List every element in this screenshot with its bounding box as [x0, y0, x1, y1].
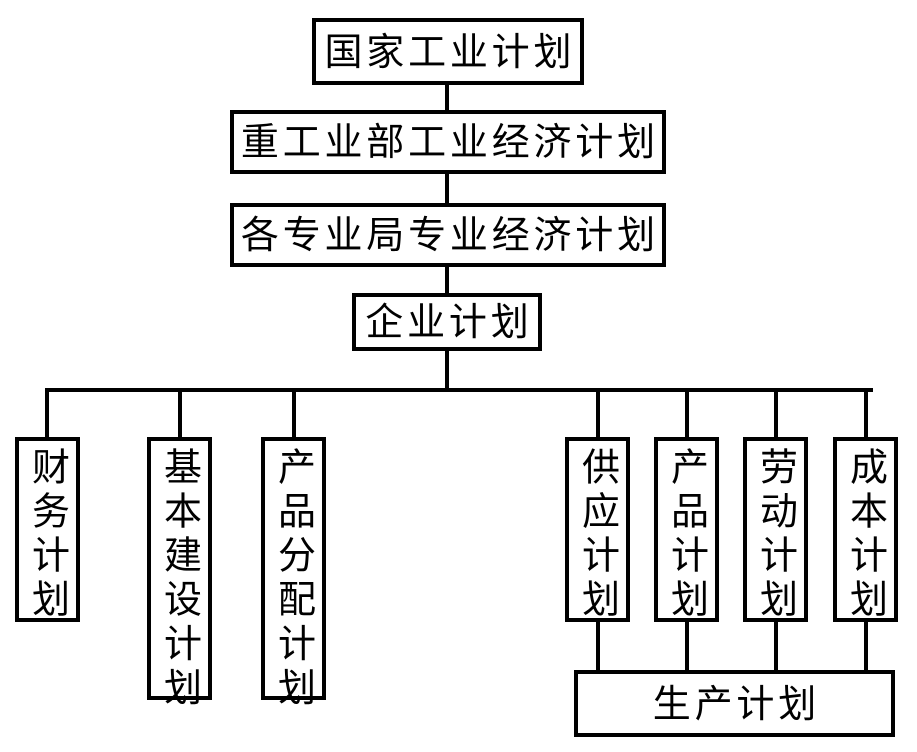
drop-to-branch-7: [864, 388, 868, 439]
node-label: 产品分配计划: [271, 447, 316, 712]
node-label: 国家工业计划: [324, 29, 576, 74]
node-label: 生产计划: [652, 681, 820, 726]
node-product-plan[interactable]: 产品计划: [654, 437, 719, 624]
drop-to-branch-5: [685, 388, 689, 439]
node-labor-plan[interactable]: 劳动计划: [743, 437, 808, 624]
node-enterprise-plan[interactable]: 企业计划: [352, 293, 542, 351]
drop-branch-7-to-bottom: [864, 620, 868, 676]
node-label: 重工业部工业经济计划: [240, 120, 659, 164]
drop-to-branch-3: [292, 388, 296, 439]
drop-to-branch-2: [178, 388, 182, 439]
connector-level2-level3: [445, 172, 449, 205]
node-label: 企业计划: [365, 300, 533, 344]
node-financial-plan[interactable]: 财务计划: [15, 437, 80, 624]
drop-to-branch-4: [596, 388, 600, 439]
drop-branch-5-to-bottom: [685, 620, 689, 676]
drop-to-branch-6: [774, 388, 778, 439]
node-product-distribution-plan[interactable]: 产品分配计划: [261, 437, 326, 711]
node-label: 基本建设计划: [157, 447, 202, 712]
distribution-bus: [45, 388, 873, 392]
node-label: 供应计划: [575, 447, 620, 624]
node-label: 财务计划: [25, 447, 70, 624]
node-label: 成本计划: [843, 447, 888, 624]
node-capital-construction-plan[interactable]: 基本建设计划: [147, 437, 212, 711]
node-label: 产品计划: [664, 447, 709, 624]
node-cost-plan[interactable]: 成本计划: [833, 437, 898, 624]
connector-level3-level4: [445, 265, 449, 295]
connector-level4-bus: [445, 349, 449, 392]
drop-to-branch-1: [45, 388, 49, 439]
drop-branch-4-to-bottom: [596, 620, 600, 676]
node-label: 劳动计划: [753, 447, 798, 624]
node-label: 各专业局专业经济计划: [240, 213, 659, 257]
node-bureau-specialized-plan[interactable]: 各专业局专业经济计划: [230, 203, 666, 267]
node-production-plan[interactable]: 生产计划: [574, 670, 895, 737]
node-supply-plan[interactable]: 供应计划: [565, 437, 630, 624]
node-national-industrial-plan[interactable]: 国家工业计划: [312, 18, 584, 85]
connector-level1-level2: [445, 84, 449, 112]
node-heavy-industry-ministry-plan[interactable]: 重工业部工业经济计划: [230, 110, 666, 174]
drop-branch-6-to-bottom: [774, 620, 778, 676]
